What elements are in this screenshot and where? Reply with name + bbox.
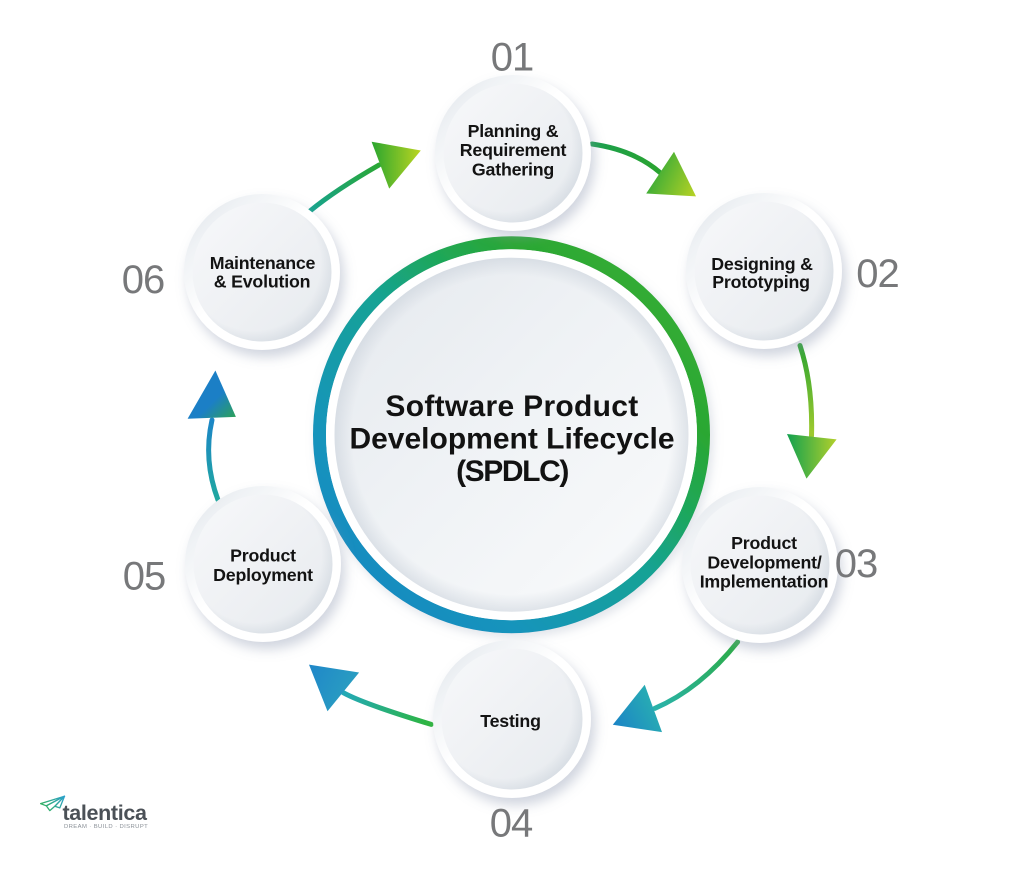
svg-text:Requirement: Requirement: [460, 140, 567, 160]
svg-text:(SPDLC): (SPDLC): [456, 455, 568, 488]
svg-text:& Evolution: & Evolution: [214, 271, 311, 291]
svg-text:Planning &: Planning &: [468, 121, 559, 141]
svg-text:Software Product: Software Product: [385, 390, 638, 423]
svg-text:Gathering: Gathering: [472, 159, 554, 179]
svg-text:Product: Product: [731, 533, 797, 553]
svg-text:Deployment: Deployment: [213, 565, 313, 585]
svg-text:Designing &: Designing &: [711, 254, 813, 274]
svg-text:Implementation: Implementation: [700, 572, 829, 592]
svg-text:06: 06: [122, 258, 165, 302]
svg-text:02: 02: [856, 252, 899, 296]
svg-text:04: 04: [490, 802, 533, 846]
svg-text:talentica: talentica: [63, 801, 148, 825]
svg-text:Product: Product: [230, 546, 296, 566]
svg-text:03: 03: [835, 542, 878, 586]
svg-text:Prototyping: Prototyping: [712, 272, 810, 292]
svg-text:01: 01: [491, 36, 534, 80]
svg-text:Development/: Development/: [707, 552, 821, 572]
svg-text:Development Lifecycle: Development Lifecycle: [349, 423, 674, 456]
svg-text:05: 05: [123, 555, 166, 599]
svg-text:Testing: Testing: [480, 711, 541, 731]
svg-text:Maintenance: Maintenance: [210, 253, 316, 273]
svg-text:DREAM · BUILD · DISRUPT: DREAM · BUILD · DISRUPT: [64, 824, 148, 830]
